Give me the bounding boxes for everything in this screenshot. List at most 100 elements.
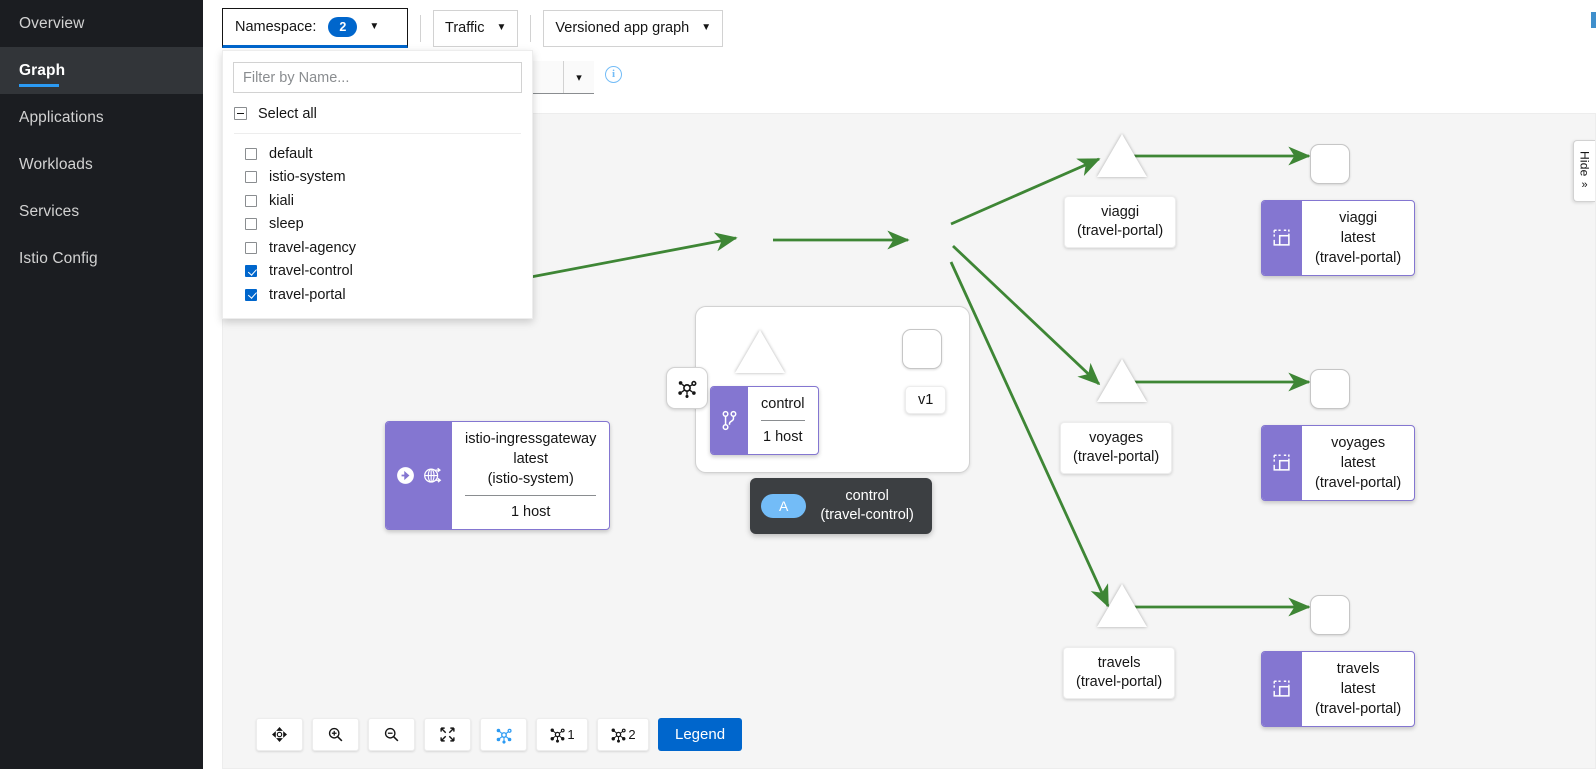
workload-card-travels[interactable]: travels latest (travel-portal) [1261, 651, 1416, 727]
graph-type-dropdown-button[interactable]: Versioned app graph ▼ [543, 9, 724, 47]
workload-card-body: voyages latest (travel-portal) [1302, 426, 1414, 500]
code-branch-icon [722, 410, 737, 431]
namespace-option-label: kiali [269, 192, 294, 209]
checkbox-icon[interactable] [245, 194, 257, 207]
active-indicator [19, 84, 59, 87]
gateway-name: istio-ingressgateway [465, 431, 597, 447]
checkbox-checked-icon[interactable] [245, 288, 257, 301]
control-hosts: 1 host [763, 429, 803, 445]
tooltip-text: control (travel-control) [820, 487, 913, 525]
checkbox-checked-icon[interactable] [245, 265, 257, 278]
workload-badge-strip [1262, 201, 1302, 275]
workload-card-voyages[interactable]: voyages latest (travel-portal) [1261, 425, 1416, 501]
sidebar-label: Graph [19, 61, 66, 79]
service-name: viaggi [1101, 204, 1140, 220]
layout-default-button[interactable] [480, 718, 527, 751]
graph-controls-toolbar: 1 [256, 718, 743, 751]
drag-mode-button[interactable] [256, 718, 303, 751]
namespace-dropdown-button[interactable]: Namespace: 2 ▼ [222, 8, 408, 48]
namespace-option-label: istio-system [269, 169, 346, 186]
sidebar-item-istio-config[interactable]: Istio Config [0, 235, 203, 282]
workload-node-v1[interactable] [902, 329, 942, 369]
node-tooltip: A control (travel-control) [750, 478, 932, 534]
service-node-control[interactable] [735, 330, 785, 373]
workload-name: viaggi [1339, 210, 1378, 226]
graph-edges [514, 146, 1311, 617]
workload-version: latest [1340, 455, 1376, 471]
namespace-label: Namespace: [235, 19, 317, 35]
layout-1-label: 1 [567, 727, 575, 742]
toolbar-divider [530, 14, 532, 42]
checkbox-icon[interactable] [245, 218, 257, 231]
workload-node-voyages[interactable] [1310, 369, 1350, 409]
traffic-label: Traffic [445, 20, 485, 36]
info-icon[interactable]: i [605, 65, 622, 83]
checkbox-icon[interactable] [245, 147, 257, 160]
indeterminate-checkbox-icon[interactable] [234, 107, 247, 120]
select-all-row[interactable]: Select all [234, 102, 521, 134]
namespace-option-travel-agency[interactable]: travel-agency [223, 236, 532, 260]
zoom-in-button[interactable] [312, 718, 359, 751]
control-name: control [761, 396, 805, 412]
namespace-option-default[interactable]: default [223, 142, 532, 166]
workload-card-viaggi[interactable]: viaggi latest (travel-portal) [1261, 200, 1416, 276]
service-node-travels[interactable] [1097, 584, 1147, 627]
workload-node-travels[interactable] [1310, 595, 1350, 635]
chevron-down-icon[interactable]: ▾ [576, 71, 582, 84]
tooltip-name: control [845, 488, 889, 504]
namespace-option-travel-portal[interactable]: travel-portal [223, 283, 532, 307]
sidebar-item-graph[interactable]: Graph [0, 47, 203, 94]
namespace-option-kiali[interactable]: kiali [223, 189, 532, 213]
sidebar-label: Services [19, 202, 80, 220]
namespace-option-sleep[interactable]: sleep [223, 213, 532, 237]
sidebar-item-overview[interactable]: Overview [0, 0, 203, 47]
legend-button[interactable]: Legend [658, 718, 743, 751]
service-node-voyages[interactable] [1097, 359, 1147, 402]
workload-namespace: (travel-portal) [1315, 701, 1402, 717]
service-node-viaggi[interactable] [1097, 134, 1147, 177]
tooltip-namespace: (travel-control) [820, 507, 914, 523]
gateway-node-card[interactable]: istio-ingressgateway latest (istio-syste… [385, 421, 611, 530]
control-node-card[interactable]: control 1 host [710, 386, 819, 455]
namespace-option-label: travel-portal [269, 286, 346, 303]
service-name: voyages [1089, 430, 1144, 446]
ingress-arrow-icon [397, 467, 414, 484]
workload-card-body: travels latest (travel-portal) [1302, 652, 1414, 726]
hide-side-panel-tab[interactable]: Hide » [1573, 140, 1595, 202]
sidebar-item-applications[interactable]: Applications [0, 94, 203, 141]
ingress-entry-node[interactable] [666, 367, 708, 409]
gateway-badge-strip [386, 422, 452, 529]
main-content: ide... ▾ i Namespace: 2 ▼ Traffic ▼ Vers… [203, 0, 1596, 769]
graph-toolbar: Namespace: 2 ▼ Traffic ▼ Versioned app g… [222, 8, 724, 48]
chevron-down-icon: ▼ [369, 21, 380, 32]
service-voyages-label: voyages (travel-portal) [1060, 422, 1173, 474]
sidebar-item-workloads[interactable]: Workloads [0, 141, 203, 188]
workload-name: travels [1336, 661, 1380, 677]
card-divider [761, 420, 805, 421]
workload-version: latest [1340, 681, 1376, 697]
gateway-version: latest [513, 451, 549, 467]
layout-default-icon [496, 728, 512, 744]
layout-2-button[interactable]: 2 [597, 718, 649, 751]
namespace-option-label: travel-control [269, 263, 353, 280]
layout-1-icon [550, 728, 566, 743]
layout-2-label: 2 [628, 727, 636, 742]
zoom-out-button[interactable] [368, 718, 415, 751]
duplicate-workload-icon [1273, 454, 1290, 471]
layout-1-button[interactable]: 1 [536, 718, 588, 751]
namespace-option-travel-control[interactable]: travel-control [223, 260, 532, 284]
fit-to-screen-button[interactable] [424, 718, 471, 751]
workload-badge-strip [1262, 652, 1302, 726]
sidebar-item-services[interactable]: Services [0, 188, 203, 235]
zoom-in-icon [328, 727, 343, 742]
sidebar-label: Overview [19, 14, 85, 32]
workload-namespace: (travel-portal) [1315, 250, 1402, 266]
traffic-dropdown-button[interactable]: Traffic ▼ [433, 9, 519, 47]
namespace-option-istio-system[interactable]: istio-system [223, 166, 532, 190]
checkbox-icon[interactable] [245, 241, 257, 254]
workload-node-viaggi[interactable] [1310, 144, 1350, 184]
namespace-filter-input[interactable] [233, 62, 522, 93]
checkbox-icon[interactable] [245, 171, 257, 184]
service-name: travels [1097, 655, 1141, 671]
